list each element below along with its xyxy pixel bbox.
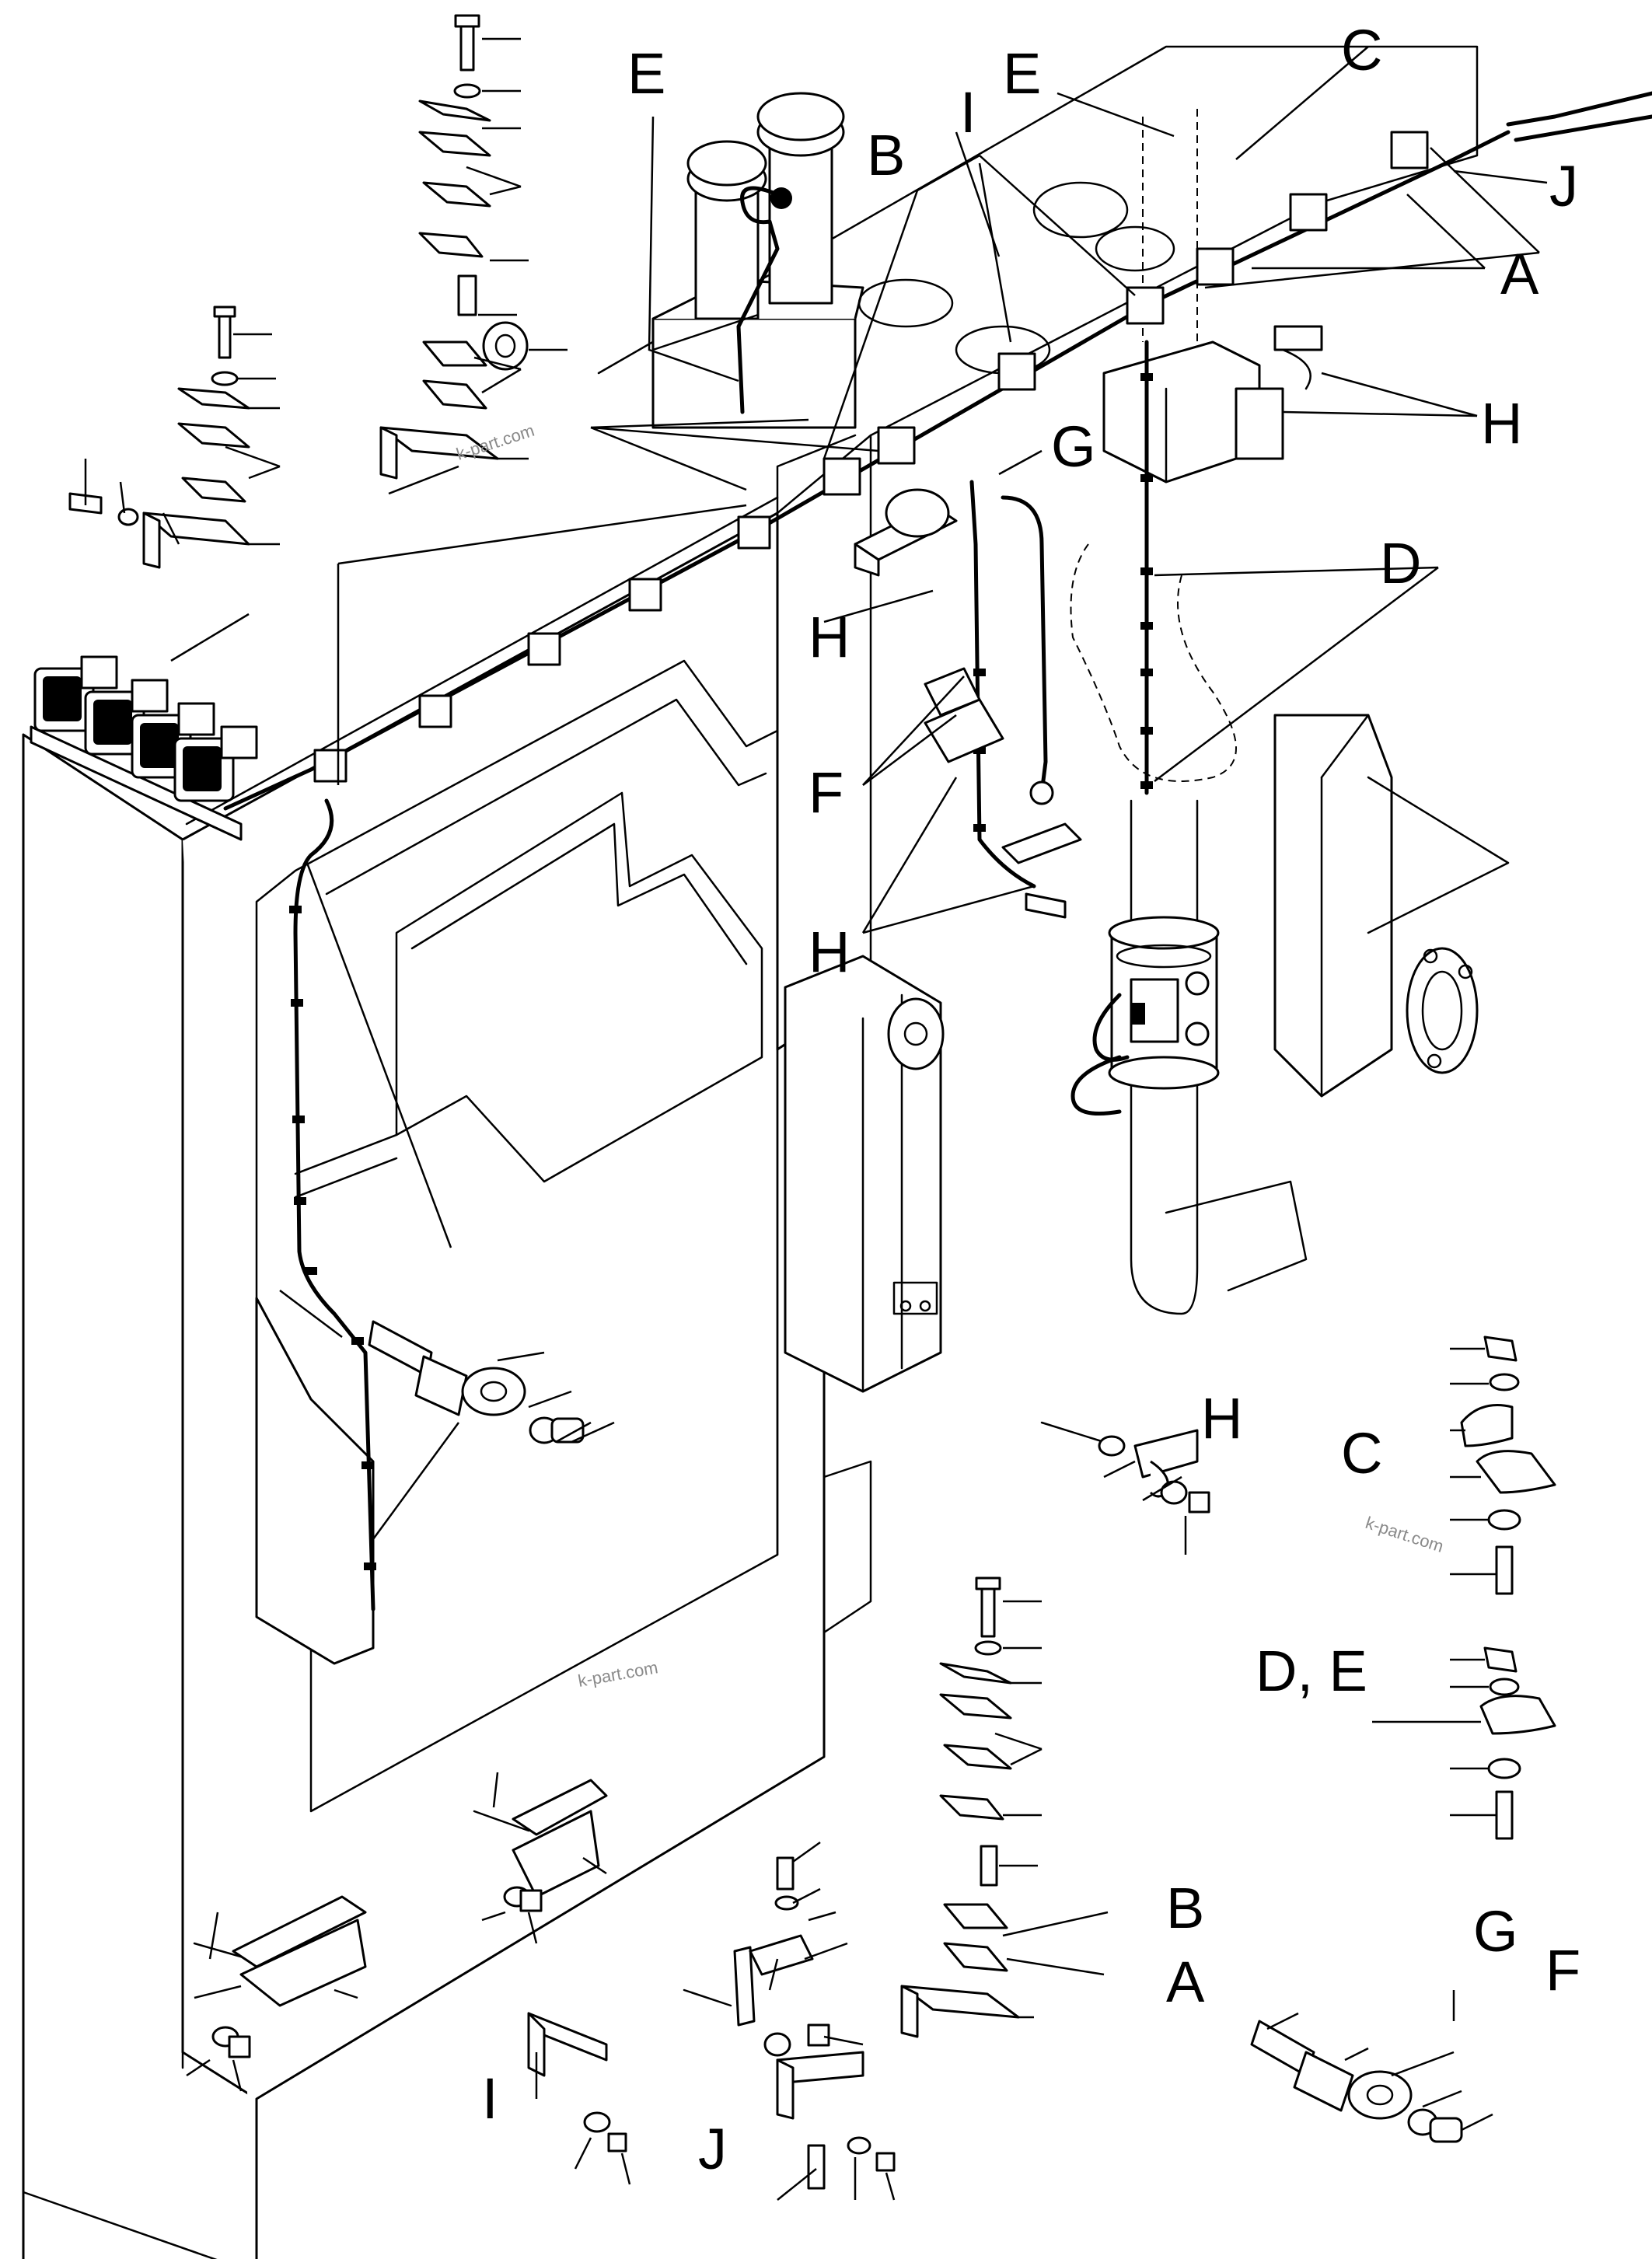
callout-h-right: H — [1481, 391, 1522, 456]
right-flange — [1406, 947, 1479, 1074]
door-outline — [255, 659, 779, 1813]
work-lights — [30, 655, 258, 841]
harness-clips — [289, 373, 1153, 1570]
callout-i-top: I — [960, 80, 976, 145]
clamp-block — [1289, 193, 1328, 232]
hidden-pipe-outline — [1070, 543, 1237, 782]
callout-g-detail: G — [1473, 1899, 1518, 1964]
callout-d-top: D — [1380, 531, 1421, 595]
center-brackets — [854, 488, 1082, 919]
clamp-block — [997, 352, 1036, 391]
harness-center-drop — [969, 480, 1036, 889]
right-cabinet — [1273, 714, 1393, 1098]
clamp-stack-left — [68, 306, 250, 569]
clamp-block — [877, 426, 916, 465]
clamp-block — [1196, 247, 1235, 286]
callout-c-detail: C — [1341, 1421, 1382, 1486]
i-bracket — [527, 2012, 627, 2153]
clamp-block — [628, 578, 662, 612]
leader-lines — [84, 37, 1548, 2201]
clamp-stack-upper — [379, 14, 529, 480]
spacer-assembly-left — [368, 1320, 585, 1444]
callout-f-mid: F — [809, 760, 843, 825]
clamp-block — [823, 457, 861, 496]
j-bracket — [683, 1856, 896, 2190]
work-light — [173, 725, 258, 802]
shield-bracket-mid — [473, 1779, 608, 1912]
wire-harness — [223, 91, 1652, 1611]
vertical-pipe — [1070, 543, 1237, 1315]
clamp-block — [313, 749, 348, 783]
callout-b-detail: B — [1166, 1876, 1204, 1940]
watermark: k-part.com — [1363, 1513, 1446, 1556]
callout-e-right: E — [1003, 41, 1041, 106]
clamp-block — [418, 694, 452, 728]
harness-main-run — [223, 130, 1511, 811]
callout-labels: E E C I B J A H G D H F H H C D, E B A G… — [482, 18, 1580, 2181]
panel-relief — [395, 791, 763, 1183]
callout-f-detail: F — [1545, 1938, 1580, 2002]
c-clamp-detail — [1460, 1335, 1556, 1595]
callout-j-detail: J — [698, 2117, 727, 2181]
callout-h-detail: H — [1201, 1386, 1242, 1451]
callout-a-detail: A — [1166, 1950, 1205, 2014]
top-filter-unit — [651, 92, 1175, 429]
shield-bracket-left — [193, 1895, 367, 2058]
callout-c-top: C — [1341, 18, 1382, 82]
clamp-block — [1390, 131, 1429, 169]
callout-de-detail: D, E — [1256, 1639, 1367, 1703]
harness-clamps — [313, 131, 1429, 783]
lower-cover — [255, 1297, 375, 1665]
callout-i-detail: I — [482, 2066, 498, 2131]
harness-down-left — [293, 798, 375, 1611]
callout-j-top: J — [1549, 154, 1578, 218]
work-light — [33, 655, 118, 732]
small-flange — [887, 997, 945, 1070]
callout-b-top: B — [867, 123, 905, 187]
clamp-block — [737, 515, 771, 550]
callout-h-upper: H — [809, 605, 850, 669]
callout-e-left: E — [627, 41, 665, 106]
callout-a-top: A — [1500, 242, 1539, 306]
clamp-block — [527, 632, 561, 666]
callout-g-mid: G — [1051, 414, 1096, 479]
clamp-stack-lower — [900, 1576, 1020, 2038]
spacer-assembly-right — [1250, 2020, 1463, 2143]
de-clamp-detail — [1479, 1646, 1556, 1840]
callout-h-mid: H — [809, 920, 850, 984]
work-light — [84, 679, 169, 756]
